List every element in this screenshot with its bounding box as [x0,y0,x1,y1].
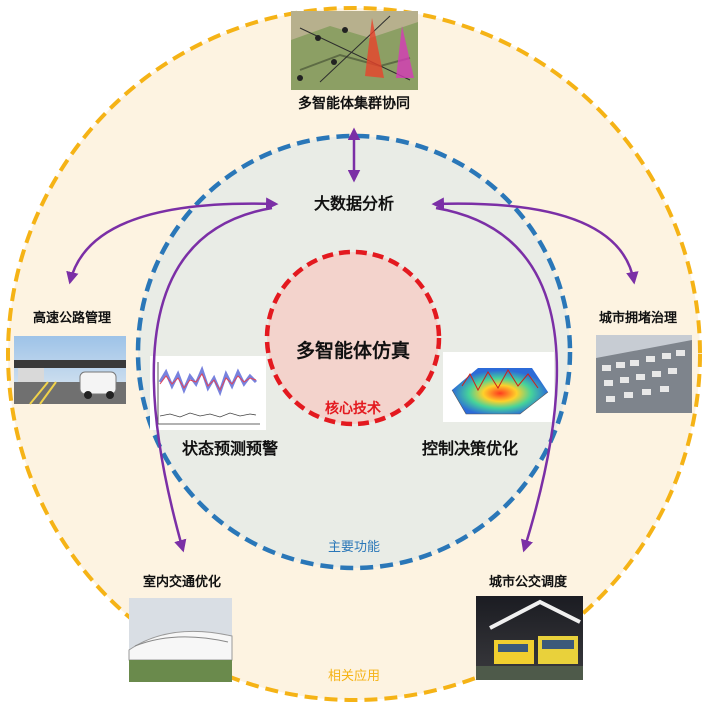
core-title: 多智能体仿真 [296,339,410,362]
swarm-terrain-image [291,11,418,90]
indoor-building-image [128,598,233,682]
connector-arrows [66,127,639,553]
big-data-label: 大数据分析 [314,194,394,213]
applications-ring-label: 相关应用 [328,668,380,684]
state-prediction-chart [150,356,266,430]
arrow-bigdata-congestion [431,197,639,285]
congestion-image [596,335,692,413]
control-opt-label: 控制决策优化 [422,439,518,458]
swarm-cooperation-label: 多智能体集群协同 [298,95,410,112]
bus-label: 城市公交调度 [489,574,568,590]
core-ring [264,249,442,427]
main-functions-ring-label: 主要功能 [328,540,380,555]
highway-label: 高速公路管理 [33,310,111,326]
indoor-label: 室内交通优化 [143,574,221,590]
highway-image [14,336,126,405]
state-warning-label: 状态预测预警 [182,439,278,458]
arrow-bigdata-bus [435,206,559,553]
core-tech-label: 核心技术 [325,400,381,417]
arrow-bigdata-indoor [152,206,273,553]
arrow-bigdata-highway [66,197,279,285]
control-surface-chart [443,352,554,422]
bus-station-image [476,596,583,680]
congestion-label: 城市拥堵治理 [599,310,677,326]
